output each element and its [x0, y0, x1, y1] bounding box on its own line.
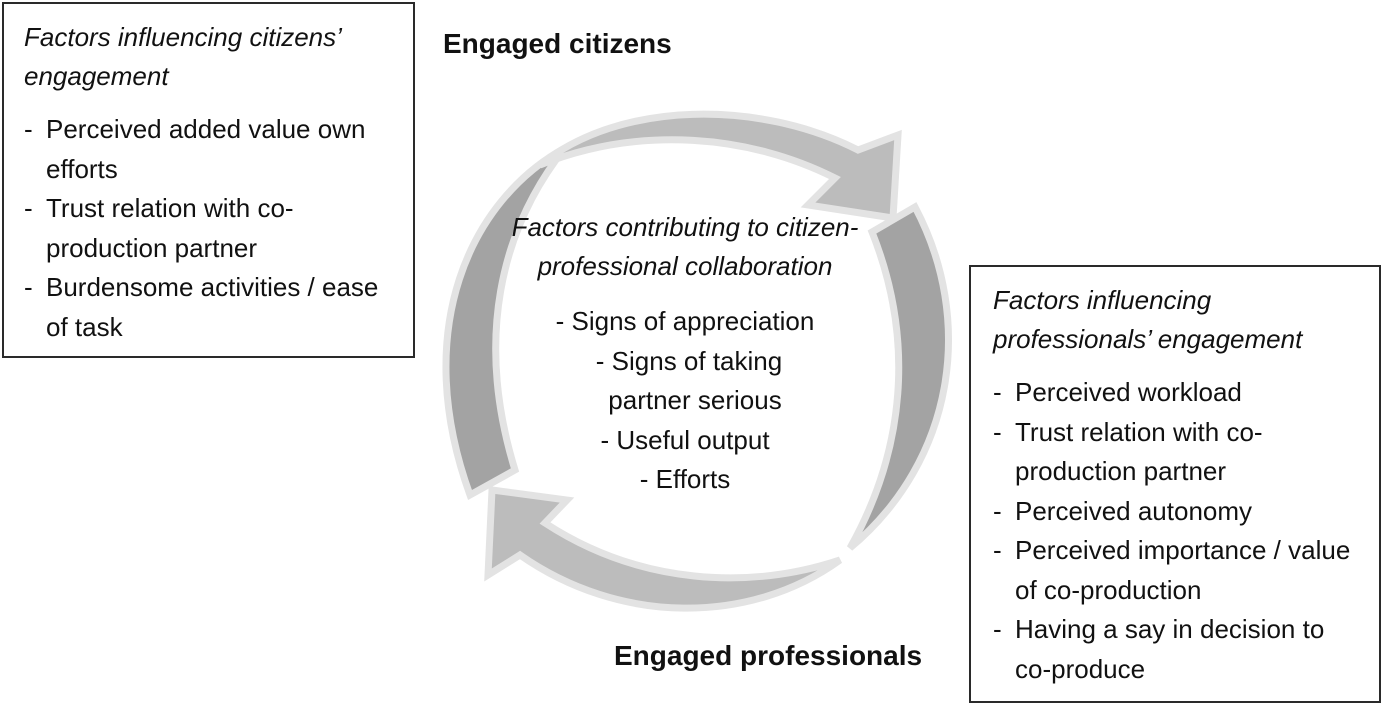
- collaboration-factors-title: Factors contributing to citizen-professi…: [511, 212, 859, 281]
- professionals-factors-box: Factors influencing professionals’ engag…: [969, 265, 1381, 703]
- citizens-factors-box: Factors influencing citizens’ engagement…: [2, 2, 415, 358]
- list-item: - Signs of appreciation: [555, 306, 815, 336]
- list-item: - Efforts: [639, 464, 731, 494]
- list-item: - Signs of taking: [595, 345, 783, 376]
- list-item: Burdensome activities / ease of task: [24, 268, 393, 347]
- list-item: Perceived workload: [993, 373, 1357, 413]
- list-item: Perceived importance / value of co-produ…: [993, 531, 1357, 610]
- collaboration-factors: Factors contributing to citizen-professi…: [500, 208, 870, 500]
- list-item: Perceived autonomy: [993, 492, 1357, 532]
- collaboration-factors-list: - Signs of appreciation - Signs of takin…: [500, 302, 870, 500]
- engaged-professionals-label: Engaged professionals: [614, 640, 923, 671]
- professionals-factors-list: Perceived workload Trust relation with c…: [993, 373, 1357, 689]
- list-item: partner serious: [608, 385, 782, 415]
- top-cycle-arrow: [537, 110, 902, 223]
- citizens-factors-title: Factors influencing citizens’ engagement: [24, 22, 341, 91]
- list-item: Trust relation with co-production partne…: [993, 413, 1357, 492]
- citizens-factors-list: Perceived added value own efforts Trust …: [24, 110, 393, 347]
- left-cycle-segment: [442, 144, 568, 501]
- engaged-citizens-label: Engaged citizens: [443, 28, 672, 59]
- list-item: Having a say in decision to co-produce: [993, 610, 1357, 689]
- list-item: Perceived added value own efforts: [24, 110, 393, 189]
- professionals-factors-title: Factors influencing professionals’ engag…: [993, 285, 1303, 354]
- right-cycle-segment: [846, 202, 952, 551]
- list-item: - Useful output: [600, 424, 770, 455]
- bottom-cycle-arrow: [484, 486, 843, 612]
- list-item: Trust relation with co-production partne…: [24, 189, 393, 268]
